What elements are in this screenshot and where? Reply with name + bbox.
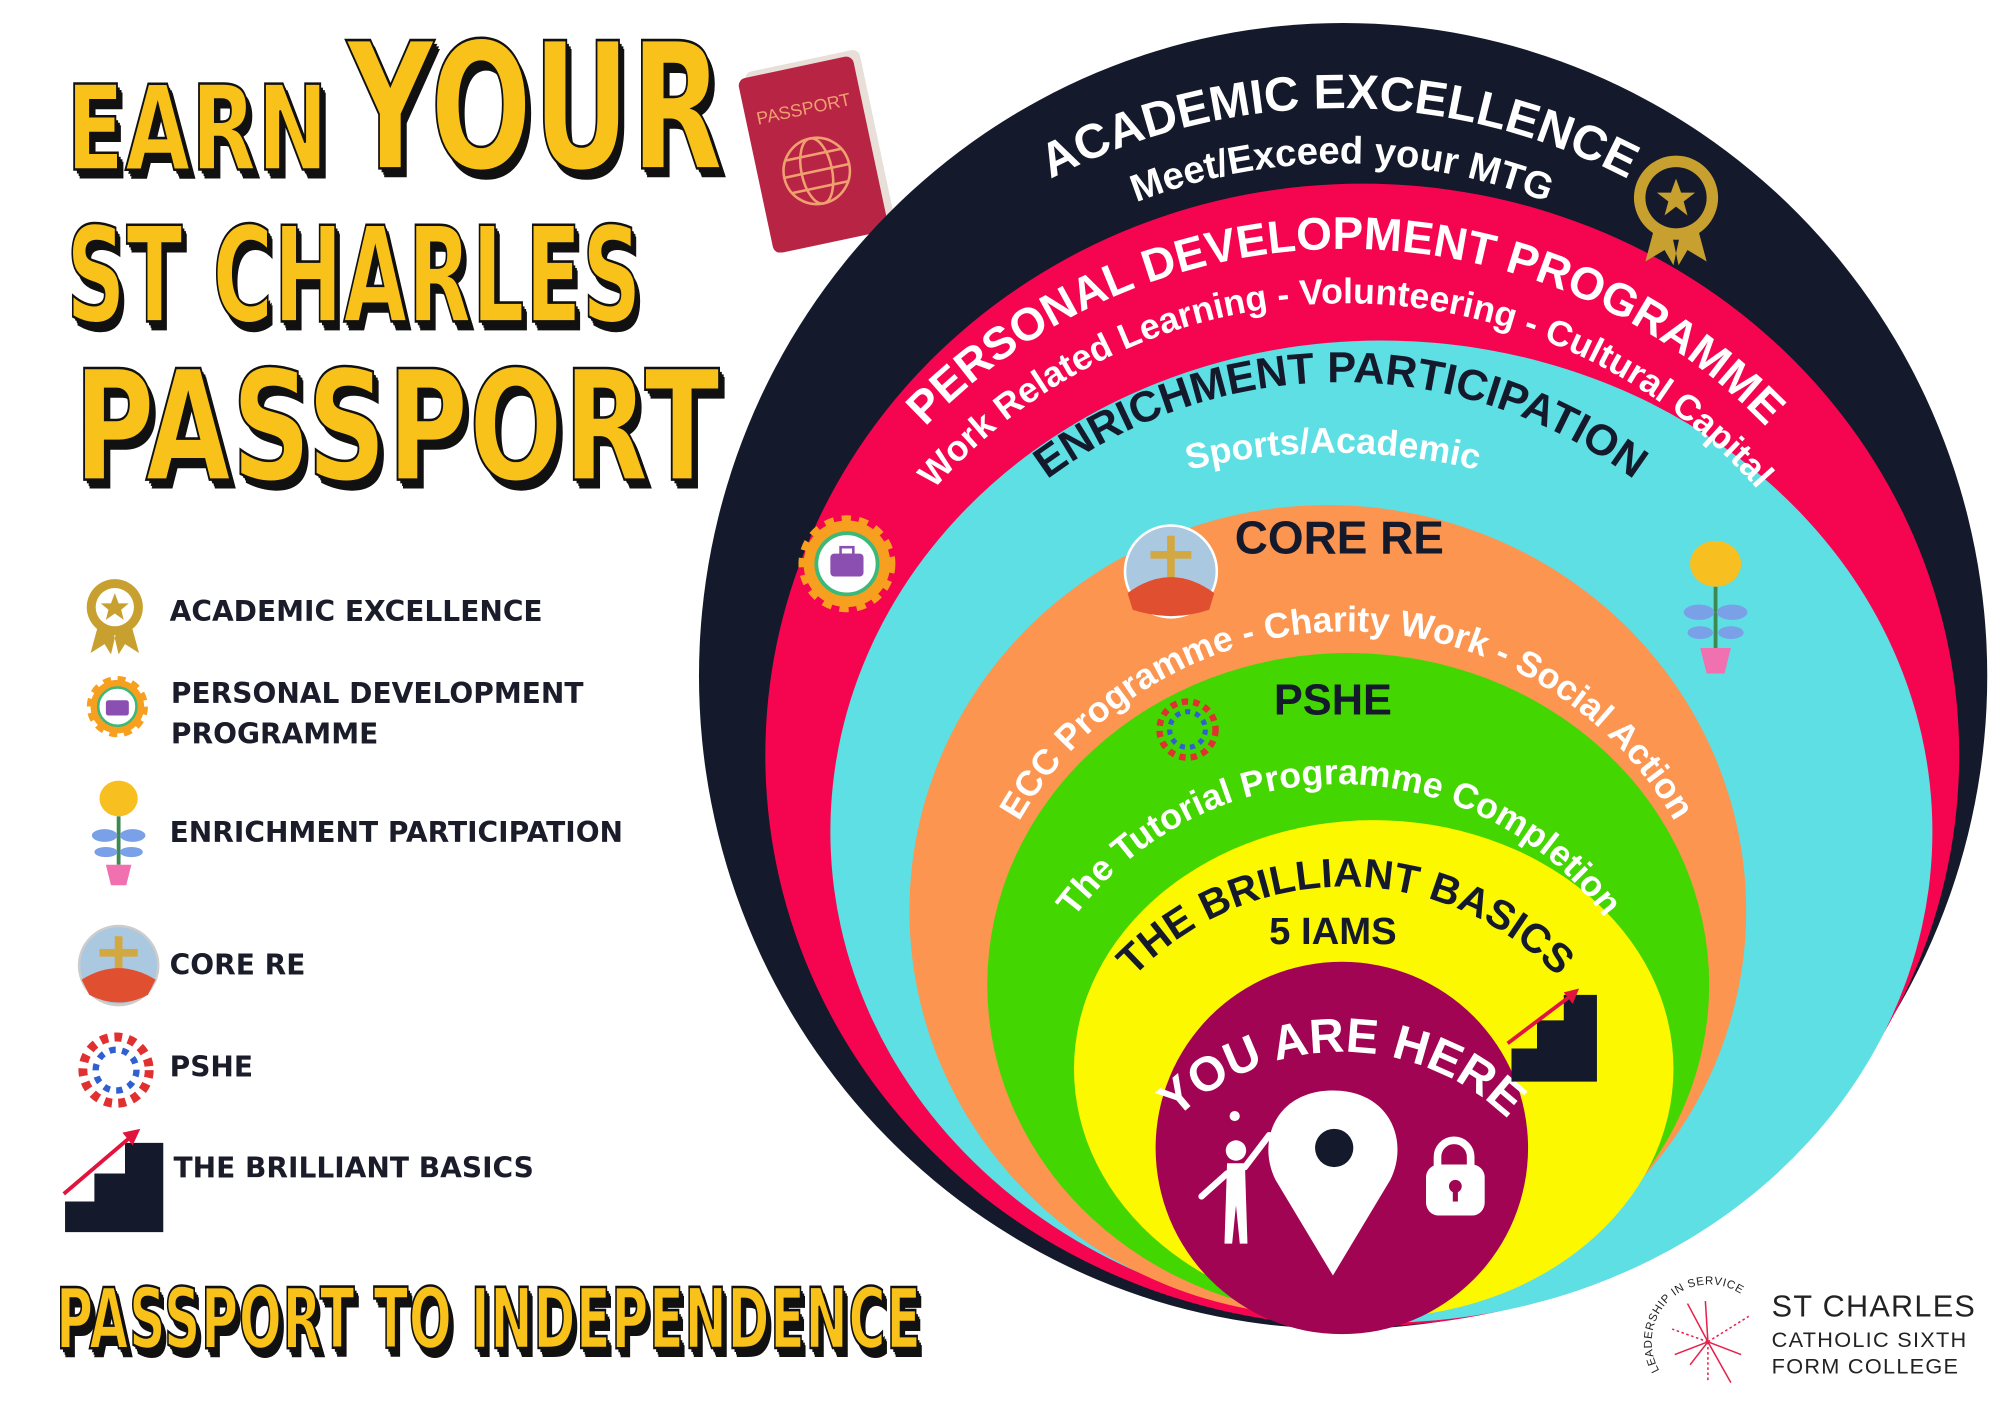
passport-icon: PASSPORT (738, 50, 895, 253)
title-passport: PASSPORT (73, 339, 721, 517)
legend-personal-development: PERSONAL DEVELOPMENT PROGRAMME (171, 675, 584, 757)
legend-gear-briefcase-icon (86, 676, 148, 738)
legend-enrichment-participation: ENRICHMENT PARTICIPATION (169, 817, 624, 850)
padlock-icon (1426, 1136, 1485, 1216)
title-st-charles: ST CHARLES (66, 197, 643, 354)
brain-plant-icon (1683, 540, 1748, 674)
legend-brilliant-basics: THE BRILLIANT BASICS (173, 1153, 534, 1185)
logo-line3: FORM COLLEGE (1771, 1354, 1960, 1379)
college-logo: LEADERSHIP IN SERVICE ST CHARLES CATHOLI… (1639, 1263, 1990, 1391)
legend-core-re-badge-icon (77, 924, 160, 1007)
legend-personal-development-line2: PROGRAMME (170, 719, 379, 752)
legend-people-circle-icon (78, 1032, 154, 1108)
legend-stairs-arrow-icon (62, 1128, 164, 1233)
location-pin-icon (1268, 1090, 1398, 1276)
gear-briefcase-icon (798, 515, 896, 613)
basics-subtitle: 5 IAMS (1269, 910, 1397, 953)
legend-award-rosette-icon (86, 579, 143, 655)
core-re-title: CORE RE (1235, 512, 1444, 564)
logo-line2: CATHOLIC SIXTH (1771, 1327, 1968, 1353)
logo-line1: ST CHARLES (1771, 1289, 1977, 1324)
logo-star-icon: LEADERSHIP IN SERVICE (1643, 1275, 1750, 1384)
title-earn: EARN (65, 61, 329, 198)
legend-core-re: CORE RE (169, 950, 306, 983)
stairs-arrow-icon (1506, 988, 1597, 1082)
core-re-badge-icon (1123, 524, 1219, 619)
people-circle-icon (1156, 698, 1219, 761)
legend-pshe: PSHE (169, 1052, 254, 1085)
person-idea-icon (1198, 1110, 1273, 1244)
legend-academic-excellence: ACADEMIC EXCELLENCE (169, 596, 543, 629)
pshe-title: PSHE (1274, 676, 1392, 724)
title-your: YOUR (346, 5, 724, 211)
legend-brain-plant-icon (91, 780, 146, 886)
legend-personal-development-line1: PERSONAL DEVELOPMENT (170, 678, 584, 711)
footer-tagline: PASSPORT TO INDEPENDENCE (55, 1270, 922, 1369)
award-rosette-icon (1633, 155, 1719, 266)
